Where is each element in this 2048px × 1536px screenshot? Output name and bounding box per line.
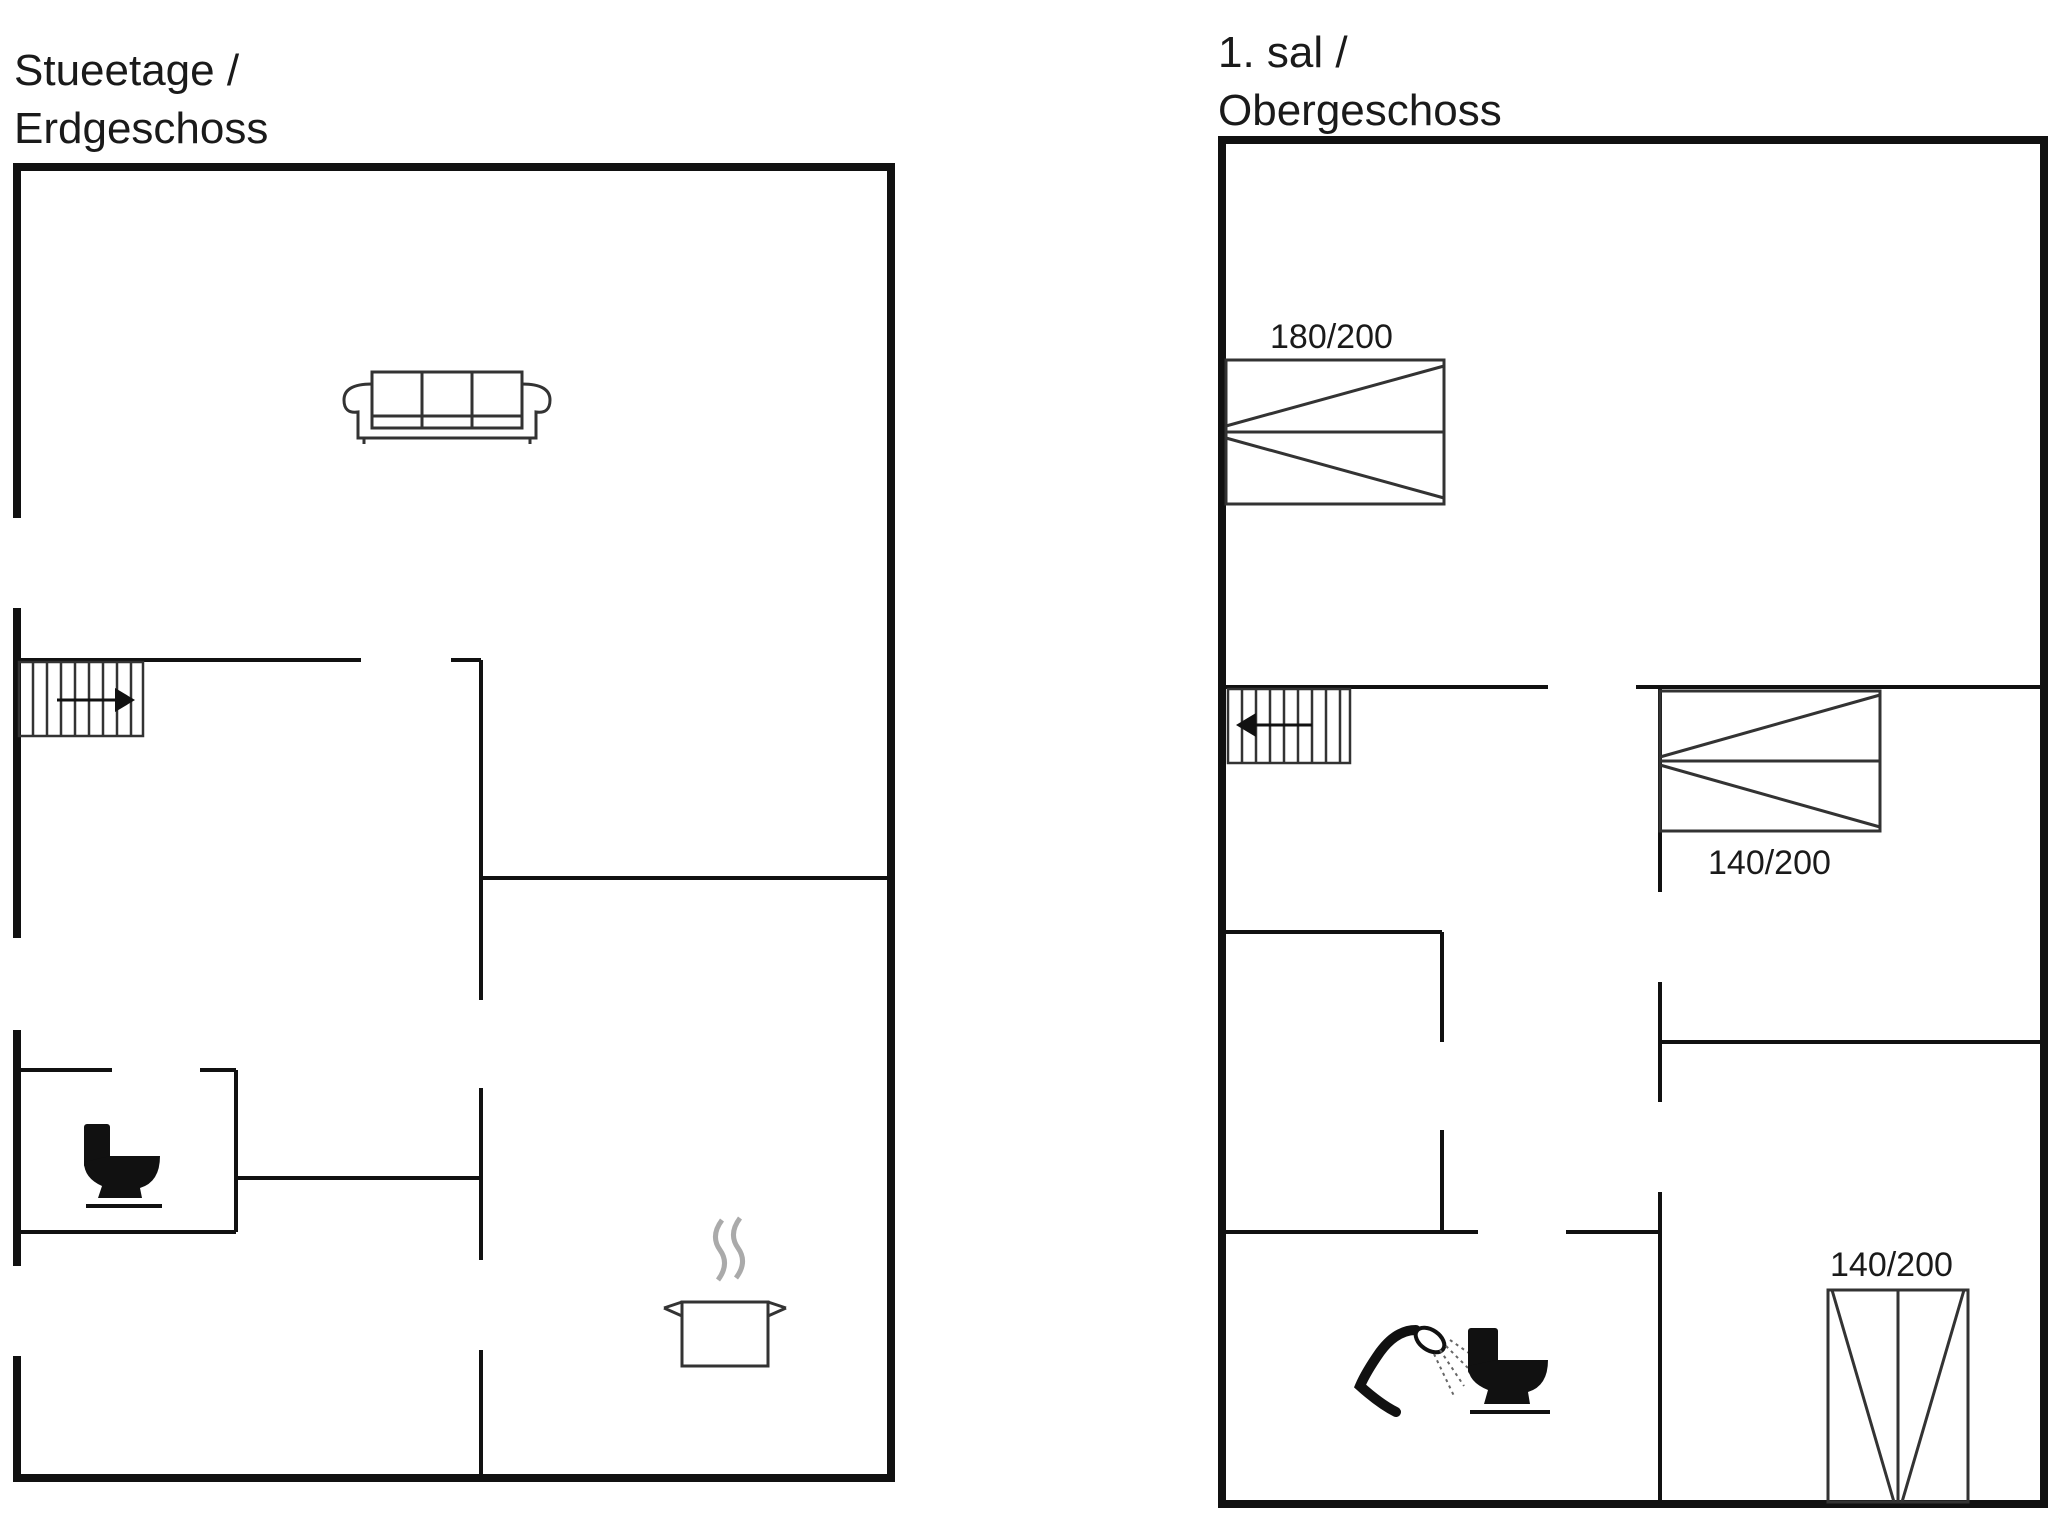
interior-walls — [1222, 685, 2040, 1500]
outer-walls — [1218, 136, 2048, 1508]
outer-walls — [13, 163, 895, 1482]
stairs-icon — [1226, 687, 1352, 765]
interior-walls — [17, 658, 887, 1476]
double-bed-icon — [1658, 689, 1882, 833]
bed-size-label: 140/200 — [1830, 1246, 1953, 1284]
double-bed-icon — [1224, 358, 1446, 506]
ground-floor-plan — [13, 163, 895, 1482]
bed-size-label: 140/200 — [1708, 844, 1831, 882]
upper-floor-title-line2: Obergeschoss — [1218, 86, 1502, 135]
cooking-pot-icon — [663, 1216, 787, 1368]
toilet-icon — [84, 1124, 162, 1208]
double-bed-icon — [1826, 1288, 1970, 1504]
sofa-icon — [342, 370, 552, 444]
ground-floor-title-line2: Erdgeschoss — [14, 104, 269, 153]
ground-floor-title-line1: Stueetage / — [14, 46, 240, 95]
upper-floor-plan — [1218, 136, 2048, 1508]
toilet-icon — [1468, 1328, 1550, 1414]
upper-floor-title-line1: 1. sal / — [1218, 28, 1348, 77]
stairs-icon — [17, 660, 145, 738]
bed-size-label: 180/200 — [1270, 318, 1393, 356]
shower-icon — [1353, 1325, 1483, 1417]
